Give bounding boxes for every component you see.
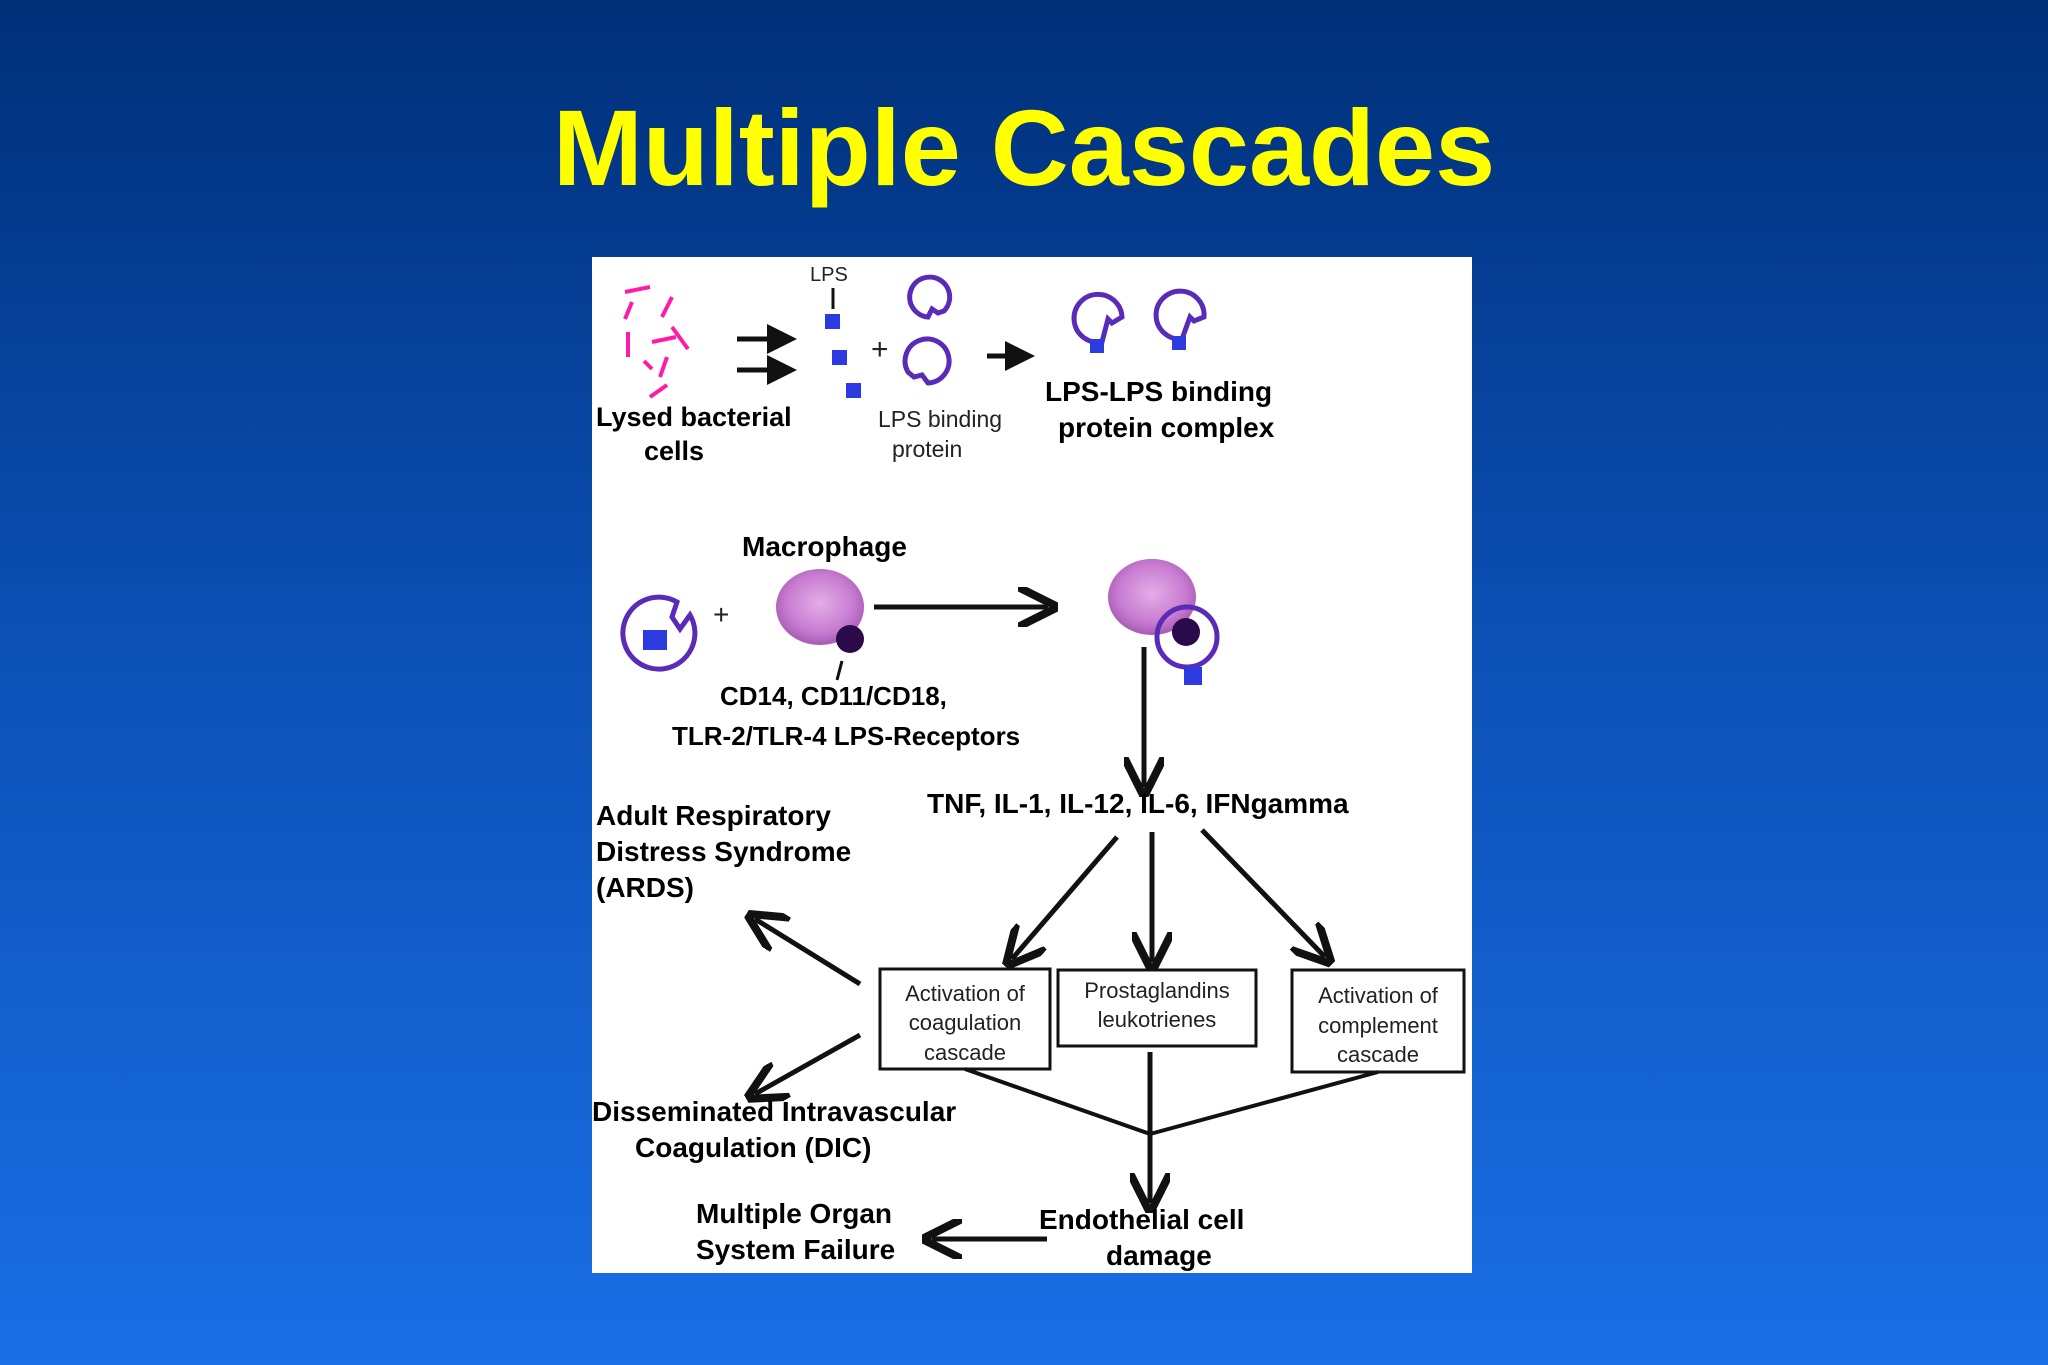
coagulation-box xyxy=(878,967,1052,1071)
bound-macrophage-icon xyxy=(1108,559,1220,685)
prostaglandins-label-2: leukotrienes xyxy=(1098,1007,1217,1032)
complement-label-3: cascade xyxy=(1337,1042,1419,1067)
dic-label-2: Coagulation (DIC) xyxy=(635,1132,871,1163)
lbp-protein-icon xyxy=(902,336,952,386)
ards-label-1: Adult Respiratory xyxy=(596,800,831,831)
mosf-label-1: Multiple Organ xyxy=(696,1198,892,1229)
receptors-label-2: TLR-2/TLR-4 LPS-Receptors xyxy=(672,721,1020,751)
endothelial-label-1: Endothelial cell xyxy=(1039,1204,1244,1235)
lysed-label-2: cells xyxy=(644,436,704,466)
arrow-to-dic xyxy=(755,1032,862,1094)
arrow-to-complement xyxy=(1200,828,1325,957)
complex-label-1: LPS-LPS binding xyxy=(1045,376,1272,407)
lps-square-icon xyxy=(832,350,847,365)
dic-label-1: Disseminated Intravascular xyxy=(592,1096,956,1127)
prostaglandins-box xyxy=(1056,968,1258,1048)
ards-label-3: (ARDS) xyxy=(596,872,694,903)
coagulation-label-1: Activation of xyxy=(905,981,1026,1006)
complement-label-1: Activation of xyxy=(1318,983,1439,1008)
arrow-to-ards xyxy=(755,919,862,987)
plus-sign: + xyxy=(871,333,889,366)
lps-square-icon xyxy=(846,383,861,398)
prostaglandins-label-1: Prostaglandins xyxy=(1084,978,1230,1003)
complement-label-2: complement xyxy=(1318,1013,1438,1038)
mosf-label-2: System Failure xyxy=(696,1234,895,1265)
macrophage-label: Macrophage xyxy=(742,531,907,562)
ards-label-2: Distress Syndrome xyxy=(596,836,851,867)
complex-ring-icon xyxy=(620,594,698,672)
lps-label: LPS xyxy=(810,264,848,286)
lbp-protein-icon xyxy=(907,274,953,320)
coagulation-label-3: cascade xyxy=(924,1040,1006,1065)
lbp-label-2: protein xyxy=(892,436,962,462)
cytokines-label: TNF, IL-1, IL-12, IL-6, IFNgamma xyxy=(927,788,1349,819)
lysed-label-1: Lysed bacterial xyxy=(596,402,792,432)
slide-title: Multiple Cascades xyxy=(552,87,1496,208)
cascade-diagram: Lysed bacterial cells LPS + LPS binding … xyxy=(592,257,1472,1273)
receptor-connector xyxy=(835,660,844,681)
coagulation-label-2: coagulation xyxy=(909,1010,1022,1035)
plus-sign: + xyxy=(713,599,729,630)
complement-box xyxy=(1290,968,1466,1074)
convergence-lines xyxy=(964,1067,1379,1136)
macrophage-cell-icon xyxy=(776,569,864,653)
lbp-label-1: LPS binding xyxy=(878,406,1002,432)
lps-complex-icon xyxy=(1071,288,1207,353)
arrow-lysis xyxy=(737,324,797,385)
arrow-to-coagulation xyxy=(1012,835,1119,959)
receptors-label-1: CD14, CD11/CD18, xyxy=(720,681,947,711)
endothelial-label-2: damage xyxy=(1106,1240,1212,1271)
lps-square-icon xyxy=(825,314,840,329)
lysed-bacteria-icon xyxy=(623,285,690,399)
complex-label-2: protein complex xyxy=(1058,412,1275,443)
